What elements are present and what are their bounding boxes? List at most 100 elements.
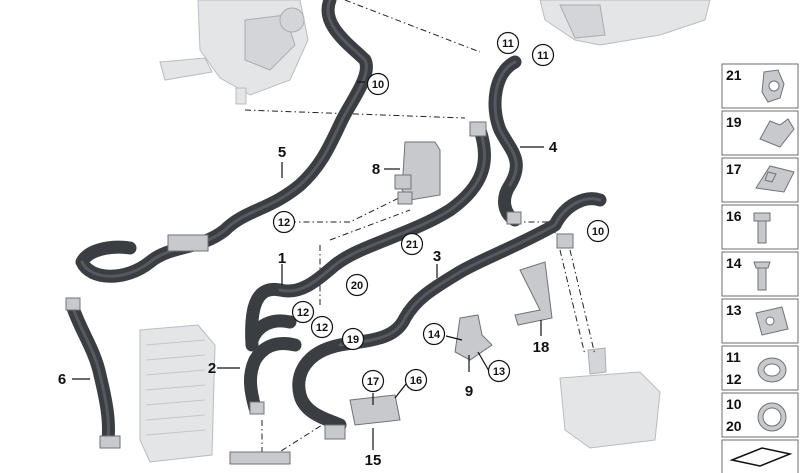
parts-panel-label: 12	[726, 371, 742, 387]
part-icon	[755, 306, 789, 336]
callout-circle	[272, 210, 296, 234]
connector-fittings	[65, 121, 574, 465]
callout-text: 18	[533, 339, 550, 356]
callout-text: 13	[493, 366, 505, 378]
callout-circle	[586, 219, 610, 243]
callout-text: 17	[367, 376, 379, 388]
expansion-tank	[559, 347, 661, 449]
callout-12: 12	[310, 315, 334, 339]
radiator-cooler	[139, 324, 216, 463]
callout-3: 3	[433, 248, 441, 265]
callout-1: 1	[278, 250, 286, 267]
hose-5	[75, 0, 373, 283]
callout-12: 12	[272, 210, 296, 234]
callout-text: 15	[365, 452, 382, 469]
callout-2: 2	[208, 360, 216, 377]
bracket-9	[454, 314, 493, 361]
hose-1	[245, 123, 492, 352]
callout-19: 19	[341, 327, 365, 351]
dashed-leaders	[244, 0, 596, 459]
callout-text: 12	[297, 307, 309, 319]
callout-circle	[487, 359, 511, 383]
hose-6	[65, 298, 115, 447]
parts-panel-label: 13	[726, 302, 742, 318]
bracket-18	[514, 261, 553, 326]
callout-text: 10	[592, 226, 604, 238]
callout-text: 20	[351, 280, 363, 292]
callout-circle	[361, 369, 385, 393]
callout-text: 1	[278, 250, 286, 267]
callout-circle	[291, 300, 315, 324]
callout-text: 14	[428, 329, 441, 341]
callout-11: 11	[531, 43, 555, 67]
callout-10: 10	[366, 72, 390, 96]
callout-text: 5	[278, 144, 286, 161]
callout-9: 9	[465, 383, 473, 400]
callout-circle	[496, 31, 520, 55]
callout-16: 16	[404, 368, 428, 392]
part-icon	[753, 212, 771, 244]
part-icon	[761, 69, 785, 103]
callout-circle	[531, 43, 555, 67]
callout-text: 21	[406, 239, 418, 251]
parts-panel-item: 19	[721, 110, 799, 156]
callout-4: 4	[549, 139, 558, 156]
part-icon	[755, 165, 795, 193]
callout-text: 8	[372, 161, 380, 178]
callout-circle	[400, 232, 424, 256]
parts-panel-item: 14	[721, 251, 799, 297]
thermostat-housing	[159, 0, 309, 105]
part-icon	[753, 261, 771, 291]
part-icon	[757, 402, 787, 432]
callout-17: 17	[361, 369, 385, 393]
callout-circle	[345, 273, 369, 297]
parts-panel-box	[721, 157, 799, 203]
callout-10: 10	[586, 219, 610, 243]
callout-text: 6	[58, 371, 66, 388]
parts-panel-item: 13	[721, 298, 799, 344]
parts-panel-label: 20	[726, 418, 742, 434]
callout-14: 14	[422, 322, 446, 346]
part-icon	[757, 357, 787, 383]
callout-6: 6	[58, 371, 66, 388]
callout-5: 5	[278, 144, 286, 161]
parts-panel-label: 21	[726, 67, 742, 83]
callout-circle	[404, 368, 428, 392]
callout-text: 3	[433, 248, 441, 265]
callout-text: 12	[278, 217, 290, 229]
hose-4	[488, 55, 523, 227]
callout-text: 16	[410, 375, 422, 387]
callout-text: 19	[347, 334, 359, 346]
parts-panel-box	[721, 63, 799, 109]
parts-panel-label: 17	[726, 161, 742, 177]
callout-text: 12	[316, 322, 328, 334]
parts-panel-label: 19	[726, 114, 742, 130]
callout-12: 12	[291, 300, 315, 324]
callout-8: 8	[372, 161, 380, 178]
callout-text: 11	[502, 38, 514, 50]
upper-right-pump	[539, 0, 711, 46]
callout-15: 15	[365, 452, 382, 469]
callout-20: 20	[345, 273, 369, 297]
callout-11: 11	[496, 31, 520, 55]
parts-panel-label: 11	[726, 349, 741, 365]
hose-2	[244, 314, 302, 415]
callout-circle	[366, 72, 390, 96]
parts-panel-label: 14	[726, 255, 742, 271]
bracket-15	[349, 394, 401, 426]
label-leaders	[72, 81, 544, 450]
callout-text: 2	[208, 360, 216, 377]
callout-text: 11	[537, 50, 549, 62]
part-icon	[729, 447, 793, 467]
callout-18: 18	[533, 339, 550, 356]
parts-panel-item: 16	[721, 204, 799, 250]
hose-3	[292, 192, 607, 432]
callout-text: 10	[372, 79, 384, 91]
callout-text: 9	[465, 383, 473, 400]
callout-circle	[341, 327, 365, 351]
